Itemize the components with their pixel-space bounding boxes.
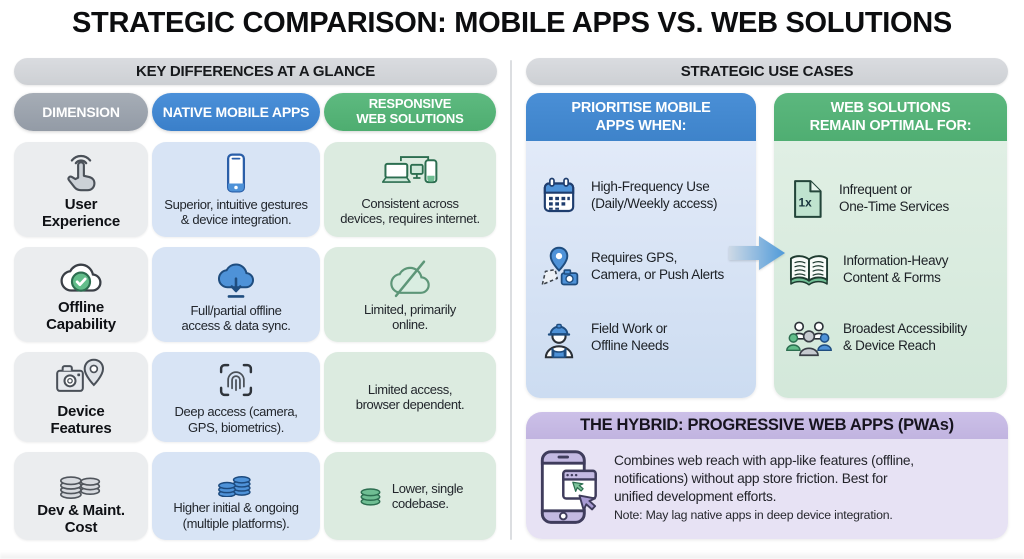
open-book-icon	[786, 251, 832, 289]
prioritise-mobile-column: PRIORITISE MOBILE APPS WHEN:	[526, 93, 756, 398]
use-case-text: Broadest Accessibility & Device Reach	[843, 321, 967, 354]
hybrid-pwa-section: THE HYBRID: PROGRESSIVE WEB APPS (PWAs)	[526, 412, 1008, 539]
web-optimal-column: WEB SOLUTIONS REMAIN OPTIMAL FOR: 1x Inf…	[774, 93, 1007, 398]
comparison-text: Superior, intuitive gestures & device in…	[164, 196, 308, 227]
table-row-ux-dimension: User Experience	[14, 142, 148, 237]
gps-camera-icon	[538, 246, 580, 288]
comparison-text: Limited, primarily online.	[364, 301, 456, 332]
key-differences-panel: KEY DIFFERENCES AT A GLANCE DIMENSION NA…	[14, 58, 497, 540]
hybrid-pwa-header: THE HYBRID: PROGRESSIVE WEB APPS (PWAs)	[526, 412, 1008, 439]
cloud-download-icon	[212, 256, 260, 300]
web-optimal-body: 1x Infrequent or One-Time Services	[774, 141, 1007, 398]
web-solutions-column-header: RESPONSIVE WEB SOLUTIONS	[324, 93, 496, 131]
web-optimal-header: WEB SOLUTIONS REMAIN OPTIMAL FOR:	[774, 93, 1007, 141]
tap-gesture-icon	[58, 148, 104, 194]
dimension-label: Device Features	[50, 402, 112, 437]
use-case-text: Requires GPS, Camera, or Push Alerts	[591, 249, 724, 282]
comparison-text: Lower, single codebase.	[391, 480, 464, 511]
use-case-text: Information-Heavy Content & Forms	[843, 252, 949, 285]
table-row-offline-mobile: Full/partial offline access & data sync.	[152, 247, 320, 342]
use-case-text: High-Frequency Use (Daily/Weekly access)	[591, 179, 718, 212]
hybrid-pwa-text: Combines web reach with app-like feature…	[614, 452, 914, 524]
camera-location-icon	[54, 357, 108, 401]
table-row-features-mobile: Deep access (camera, GPS, biometrics).	[152, 352, 320, 442]
hybrid-pwa-body: Combines web reach with app-like feature…	[526, 439, 1008, 539]
comparison-text: Consistent across devices, requires inte…	[340, 195, 480, 226]
table-row-ux-mobile: Superior, intuitive gestures & device in…	[152, 142, 320, 237]
strategic-use-cases-header: STRATEGIC USE CASES	[526, 58, 1008, 85]
table-row-cost-dimension: Dev & Maint. Cost	[14, 452, 148, 540]
table-row-ux-web: Consistent across devices, requires inte…	[324, 142, 496, 237]
coins-gray-icon	[56, 456, 106, 500]
list-item-field-work: Field Work or Offline Needs	[538, 317, 746, 359]
comparison-column-headers: DIMENSION NATIVE MOBILE APPS RESPONSIVE …	[14, 93, 497, 131]
table-row-offline-web: Limited, primarily online.	[324, 247, 496, 342]
list-item-one-time: 1x Infrequent or One-Time Services	[786, 178, 997, 220]
dimension-label: Offline Capability	[46, 299, 116, 333]
native-apps-column-header: NATIVE MOBILE APPS	[152, 93, 320, 131]
field-worker-icon	[538, 317, 580, 359]
prioritise-mobile-body: High-Frequency Use (Daily/Weekly access)	[526, 141, 756, 398]
arrow-right-icon	[729, 233, 789, 278]
coins-blue-icon	[213, 461, 259, 498]
dimension-label: User Experience	[41, 196, 121, 230]
dimension-column-header: DIMENSION	[14, 93, 148, 131]
comparison-text: Limited access, browser dependent.	[355, 381, 465, 412]
coin-green-icon	[357, 484, 384, 508]
table-row-features-web: Limited access, browser dependent.	[324, 352, 496, 442]
cloud-offline-icon	[384, 257, 436, 299]
use-case-text: Infrequent or One-Time Services	[839, 181, 949, 214]
list-item-accessibility: Broadest Accessibility & Device Reach	[786, 319, 997, 357]
one-time-label: 1x	[799, 195, 813, 209]
key-differences-header: KEY DIFFERENCES AT A GLANCE	[14, 58, 497, 85]
comparison-text: Higher initial & ongoing (multiple platf…	[173, 500, 299, 531]
people-group-icon	[786, 319, 832, 357]
use-case-text: Field Work or Offline Needs	[591, 320, 669, 353]
comparison-table: User Experience Superior, intuitive gest…	[14, 142, 497, 540]
dimension-label: Dev & Maint. Cost	[37, 501, 125, 536]
multi-devices-icon	[382, 153, 438, 193]
list-item-information-heavy: Information-Heavy Content & Forms	[786, 251, 997, 289]
hybrid-pwa-description: Combines web reach with app-like feature…	[614, 453, 914, 504]
strategic-use-cases-panel: STRATEGIC USE CASES PRIORITISE MOBILE AP…	[526, 58, 1008, 539]
table-row-cost-web: Lower, single codebase.	[324, 452, 496, 540]
table-row-offline-dimension: Offline Capability	[14, 247, 148, 342]
panel-divider	[510, 60, 512, 540]
hybrid-pwa-note: Note: May lag native apps in deep device…	[614, 508, 893, 522]
use-case-columns: PRIORITISE MOBILE APPS WHEN:	[526, 93, 1008, 398]
prioritise-mobile-header: PRIORITISE MOBILE APPS WHEN:	[526, 93, 756, 141]
page-title: STRATEGIC COMPARISON: MOBILE APPS VS. WE…	[72, 7, 952, 39]
cloud-check-icon	[56, 255, 106, 297]
list-item-high-frequency: High-Frequency Use (Daily/Weekly access)	[538, 176, 746, 216]
one-time-document-icon: 1x	[786, 178, 828, 220]
fingerprint-scan-icon	[215, 359, 257, 401]
smartphone-icon	[215, 152, 257, 194]
list-item-gps-camera: Requires GPS, Camera, or Push Alerts	[538, 246, 746, 288]
table-row-cost-mobile: Higher initial & ongoing (multiple platf…	[152, 452, 320, 540]
pwa-phone-icon	[538, 448, 600, 528]
bottom-shadow	[0, 551, 1024, 559]
table-row-features-dimension: Device Features	[14, 352, 148, 442]
comparison-text: Deep access (camera, GPS, biometrics).	[174, 404, 298, 435]
comparison-text: Full/partial offline access & data sync.	[181, 302, 291, 333]
calendar-icon	[538, 176, 580, 216]
